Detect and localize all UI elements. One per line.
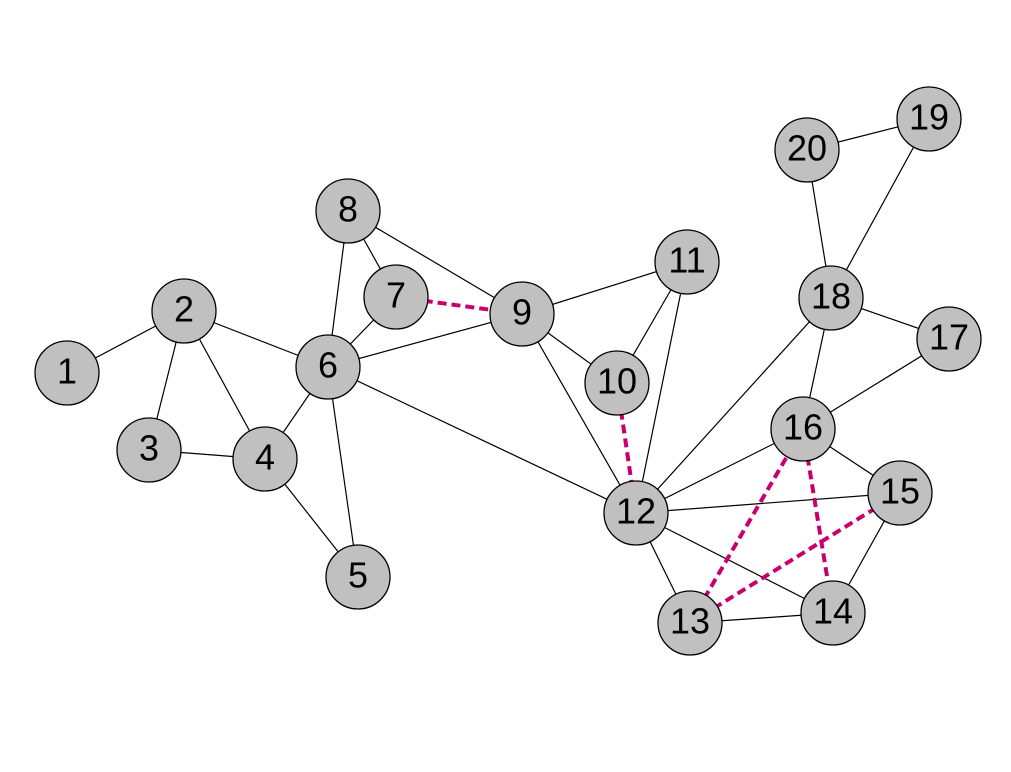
node-label-11: 11 [668, 240, 705, 281]
node-circle-4 [232, 426, 298, 492]
node-label-19: 19 [909, 97, 949, 138]
edge-12-18 [635, 297, 832, 514]
node-12: 12 [603, 480, 669, 546]
node-label-15: 15 [880, 471, 920, 512]
node-13: 13 [657, 590, 723, 656]
node-circle-19 [896, 86, 962, 152]
node-11: 11 [654, 229, 720, 295]
node-16: 16 [770, 396, 836, 462]
node-label-12: 12 [616, 491, 656, 532]
edge-6-9 [327, 313, 523, 368]
node-label-18: 18 [811, 276, 851, 317]
node-circle-18 [798, 265, 864, 331]
node-label-16: 16 [783, 407, 823, 448]
node-9: 9 [489, 281, 555, 347]
node-15: 15 [867, 460, 933, 526]
node-label-4: 4 [255, 437, 275, 478]
node-circle-8 [315, 178, 381, 244]
node-14: 14 [800, 580, 866, 646]
node-circle-7 [363, 264, 429, 330]
node-label-7: 7 [386, 275, 406, 316]
node-4: 4 [232, 426, 298, 492]
node-circle-20 [774, 117, 840, 183]
node-label-5: 5 [348, 555, 368, 596]
edge-12-14 [635, 512, 834, 614]
node-label-6: 6 [318, 345, 338, 386]
node-label-1: 1 [57, 351, 77, 392]
node-circle-11 [654, 229, 720, 295]
node-circle-9 [489, 281, 555, 347]
edge-18-19 [830, 118, 930, 299]
edge-9-12 [521, 313, 637, 514]
edge-6-5 [327, 366, 359, 578]
node-circle-1 [34, 340, 100, 406]
node-10: 10 [584, 350, 650, 416]
node-8: 8 [315, 178, 381, 244]
edge-8-9 [347, 210, 523, 315]
node-label-2: 2 [174, 289, 194, 330]
edge-6-12 [327, 366, 637, 514]
dashed-edge-13-16 [688, 427, 805, 625]
node-circle-14 [800, 580, 866, 646]
node-17: 17 [916, 306, 982, 372]
edge-12-15 [635, 492, 901, 514]
node-circle-17 [916, 306, 982, 372]
node-circle-13 [657, 590, 723, 656]
node-circle-16 [770, 396, 836, 462]
node-label-10: 10 [597, 361, 637, 402]
node-label-9: 9 [512, 292, 532, 333]
node-label-20: 20 [787, 128, 827, 169]
node-circle-5 [325, 544, 391, 610]
node-18: 18 [798, 265, 864, 331]
node-circle-15 [867, 460, 933, 526]
node-label-8: 8 [338, 189, 358, 230]
node-circle-2 [151, 278, 217, 344]
node-20: 20 [774, 117, 840, 183]
node-circle-10 [584, 350, 650, 416]
node-5: 5 [325, 544, 391, 610]
node-6: 6 [295, 334, 361, 400]
node-label-17: 17 [929, 317, 969, 358]
node-label-13: 13 [670, 601, 710, 642]
node-circle-3 [116, 417, 182, 483]
edge-11-12 [635, 261, 688, 514]
node-3: 3 [116, 417, 182, 483]
node-label-3: 3 [139, 428, 159, 469]
node-7: 7 [363, 264, 429, 330]
node-19: 19 [896, 86, 962, 152]
node-2: 2 [151, 278, 217, 344]
node-1: 1 [34, 340, 100, 406]
node-label-14: 14 [813, 591, 853, 632]
node-circle-6 [295, 334, 361, 400]
node-circle-12 [603, 480, 669, 546]
